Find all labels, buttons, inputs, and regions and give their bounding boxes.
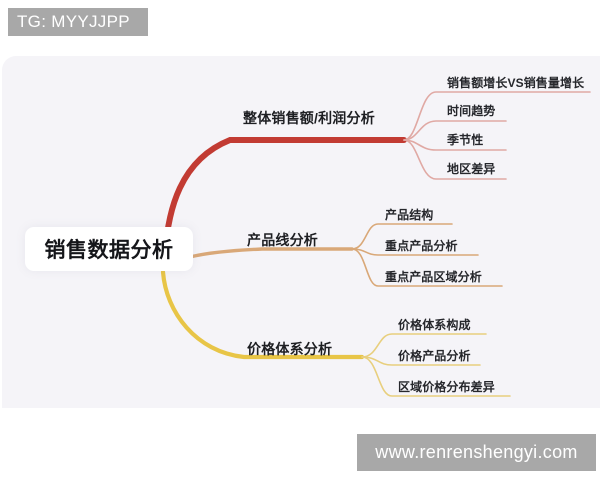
leaf-node-product-structure[interactable]: 产品结构 <box>385 208 434 222</box>
watermark-top-left: TG: MYYJJPP <box>8 8 148 36</box>
leaf-node-key-product-regional-analysis[interactable]: 重点产品区域分析 <box>385 270 482 284</box>
branch-node-product-line[interactable]: 产品线分析 <box>247 232 318 248</box>
leaf-node-price-product-analysis[interactable]: 价格产品分析 <box>398 349 471 363</box>
leaf-node-time-trend[interactable]: 时间趋势 <box>447 104 496 118</box>
leaf-node-seasonality[interactable]: 季节性 <box>447 133 484 147</box>
branch-node-price-system[interactable]: 价格体系分析 <box>247 341 333 357</box>
root-node-label: 销售数据分析 <box>44 239 174 262</box>
leaf-node-price-system-composition[interactable]: 价格体系构成 <box>398 318 471 332</box>
leaf-node-key-product-analysis[interactable]: 重点产品分析 <box>385 239 458 253</box>
leaf-node-regional-price-distribution-difference[interactable]: 区域价格分布差异 <box>398 380 495 394</box>
mindmap-root-node[interactable]: 销售数据分析 <box>25 227 193 271</box>
watermark-bottom-right: www.renrenshengyi.com <box>357 434 596 471</box>
leaf-node-regional-difference[interactable]: 地区差异 <box>447 162 496 176</box>
leaf-node-sales-value-vs-volume-growth[interactable]: 销售额增长VS销售量增长 <box>447 76 585 90</box>
branch-node-overall-sales-profit[interactable]: 整体销售额/利润分析 <box>243 110 375 126</box>
